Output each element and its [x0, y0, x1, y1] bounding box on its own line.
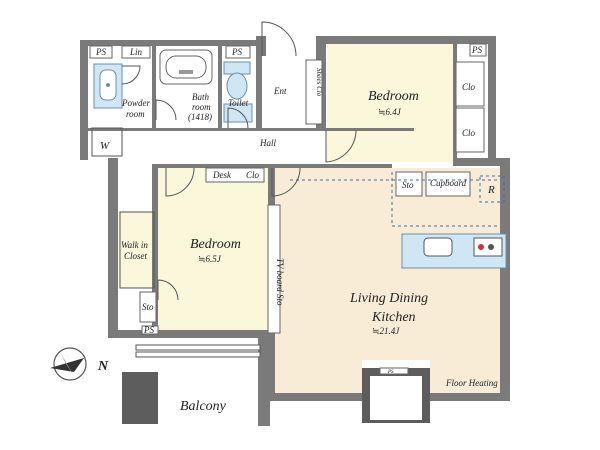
powder-line1: Powder	[121, 98, 150, 108]
r-label: R	[487, 184, 495, 196]
desk-closet	[205, 167, 265, 183]
storage-left	[139, 291, 157, 323]
walkin-area	[118, 212, 154, 288]
floor-heating-label: Floor Heating	[445, 378, 498, 388]
kitchen-zone-line	[391, 172, 500, 227]
storage-kitchen	[395, 171, 423, 197]
walkin-line2: Closet	[124, 251, 148, 261]
closet-lower	[455, 107, 485, 153]
washing-machine-icon	[91, 127, 123, 157]
sto-label-kitchen: Sto	[402, 180, 414, 190]
ldk-line2: Kitchen	[371, 310, 416, 325]
bathtub-icon	[159, 49, 213, 85]
bath-line1: Bath	[192, 92, 209, 102]
entrance-label: Ent	[273, 86, 287, 96]
ps-label-4: PS	[143, 325, 154, 335]
bath-line2: room	[192, 102, 211, 112]
bedroom-top-area	[327, 44, 453, 162]
bedroom-left-area	[158, 168, 268, 336]
toilet-label: Toilet	[228, 98, 249, 108]
refrigerator-space	[479, 175, 505, 203]
clo-label-1: Clo	[462, 82, 476, 92]
bedroom-left-area: ≒6.5J	[198, 254, 222, 264]
ldk-area	[275, 168, 500, 393]
closet-upper	[455, 61, 485, 107]
cupboard	[425, 171, 471, 197]
ps-box-3	[469, 43, 487, 57]
door-swings	[121, 21, 357, 301]
ps-label-5: PS	[387, 370, 394, 375]
ps-box-2	[225, 45, 251, 59]
kitchen-counter-icon	[401, 233, 507, 269]
bedroom-left-name: Bedroom	[190, 237, 241, 252]
ps-label-3: PS	[471, 45, 482, 55]
powder-line2: room	[126, 109, 145, 119]
w-label: W	[100, 140, 110, 152]
ps-box-5	[379, 367, 409, 375]
hall-area	[152, 130, 327, 166]
ps-box-4	[141, 325, 159, 335]
tv-board	[267, 204, 281, 334]
hall-label: Hall	[259, 138, 277, 148]
shoes-clo-label: Shoes Clo	[315, 68, 323, 97]
cupboard-label: Cupboard	[430, 178, 467, 188]
north-compass-icon	[50, 347, 87, 381]
ps-label-1: PS	[95, 47, 106, 57]
ldk-line1: Living Dining	[349, 291, 428, 306]
desk-label: Desk	[212, 170, 232, 180]
walkin-closet-frame	[119, 211, 155, 289]
sto-label-left: Sto	[142, 302, 154, 312]
clo-label-3: Clo	[246, 170, 260, 180]
ps-box-1	[89, 45, 113, 59]
bath-line3: (1418)	[188, 112, 212, 122]
clo-label-2: Clo	[462, 128, 476, 138]
walkin-line1: Walk in	[121, 240, 148, 250]
ps-label-2: PS	[231, 47, 242, 57]
balcony-label: Balcony	[180, 399, 227, 414]
north-label: N	[97, 359, 109, 374]
linen-box	[121, 45, 151, 59]
ldk-area: ≒21.4J	[372, 326, 400, 336]
shoes-closet	[305, 59, 323, 125]
tv-board-label: TV board Sto	[275, 258, 285, 306]
bedroom-top-area: ≒6.4J	[378, 107, 402, 117]
balcony-railing	[135, 344, 261, 358]
lin-label: Lin	[129, 47, 143, 57]
bedroom-top-name: Bedroom	[368, 89, 419, 104]
washbasin-icon	[93, 63, 123, 109]
